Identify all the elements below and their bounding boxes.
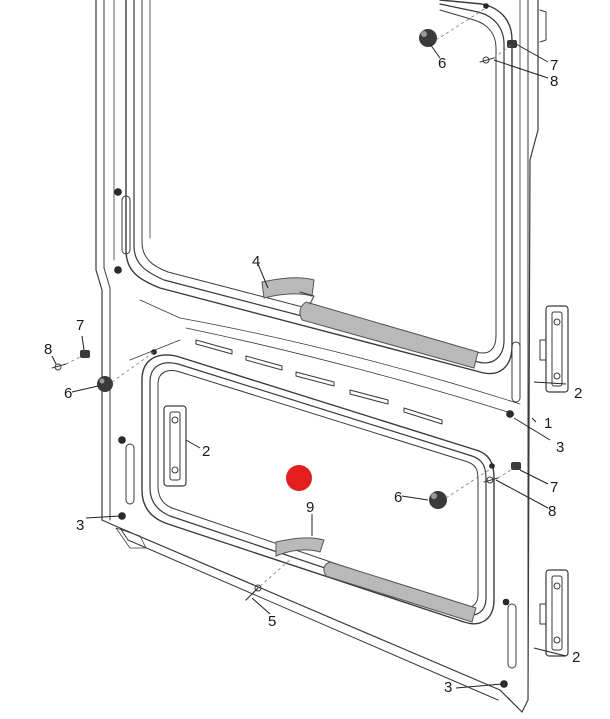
callout-3-right: 3: [556, 439, 564, 456]
callout-2-inner-hinge: 2: [202, 443, 210, 460]
callout-1: 1: [544, 415, 552, 432]
upper-window-seal: [125, 0, 513, 375]
callout-2-lower-hinge: 2: [572, 649, 580, 666]
leader-lines: [51, 43, 567, 689]
callout-8-top: 8: [550, 73, 558, 90]
callout-6-left: 6: [64, 385, 72, 402]
door-panel: [95, 0, 547, 713]
hinge-right-upper: [539, 305, 569, 393]
callout-7-left: 7: [76, 317, 84, 334]
hinge-inner: [163, 405, 187, 487]
callout-5: 5: [268, 613, 276, 630]
red-marker-dot: [286, 465, 312, 491]
bump-stops: [97, 29, 447, 509]
callout-labels: 1 2 2 2 3 3 3 4 5 6 6 6 7 7 7 8 8 8 9: [44, 55, 582, 696]
callout-3-left: 3: [76, 517, 84, 534]
callout-6-right: 6: [394, 489, 402, 506]
hinge-right-lower: [539, 569, 569, 657]
callout-4: 4: [252, 253, 260, 270]
callout-7-top: 7: [550, 57, 558, 74]
assembly-lines: [65, 7, 515, 587]
vent-slots: [195, 339, 443, 425]
callout-6-top: 6: [438, 55, 446, 72]
side-slots: [121, 195, 521, 669]
callout-3-bottom: 3: [444, 679, 452, 696]
lower-window-seal: [141, 354, 495, 625]
callout-9: 9: [306, 499, 314, 516]
bolts: [114, 3, 514, 688]
callout-2-upper-hinge: 2: [574, 385, 582, 402]
callout-8-right: 8: [548, 503, 556, 520]
callout-7-right: 7: [550, 479, 558, 496]
callout-8-left: 8: [44, 341, 52, 358]
